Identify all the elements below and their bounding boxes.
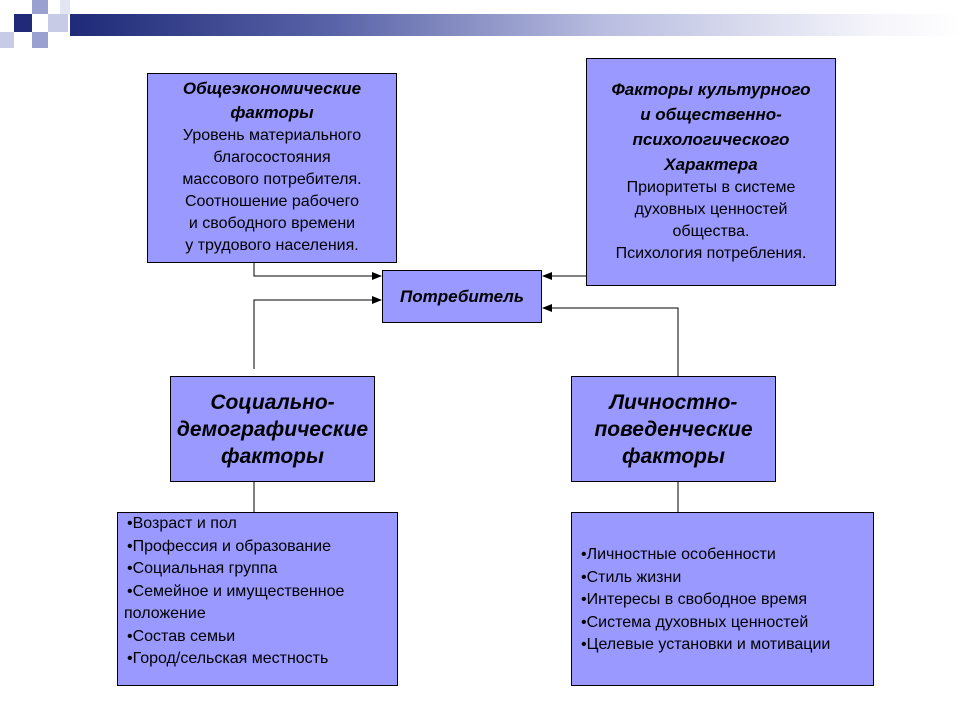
economic-factors-title: Общеэкономические факторы xyxy=(182,79,362,122)
list-item: •Социальная группа xyxy=(127,560,278,577)
list-item: •Личностные особенности xyxy=(581,546,776,563)
cultural-factors-title: Факторы культурного и общественно- психо… xyxy=(611,80,811,174)
list-item: •Профессия и образование xyxy=(127,537,332,555)
cultural-factors-body: Приоритеты в системе духовных ценностей … xyxy=(615,179,807,262)
deco-square xyxy=(32,32,48,48)
header-gradient-bar xyxy=(70,14,960,36)
deco-square xyxy=(60,0,70,14)
list-item: •Стиль жизни xyxy=(581,568,682,586)
personal-behavioral-title: Личностно- поведенческие факторы xyxy=(594,391,753,468)
deco-square xyxy=(14,14,32,32)
personal-factors-list: •Личностные особенности •Стиль жизни •Ин… xyxy=(571,512,874,686)
social-factors-list: •Возраст и пол •Профессия и образование … xyxy=(117,512,398,686)
list-item: •Целевые установки и мотивации xyxy=(581,636,831,653)
personal-behavioral-box: Личностно- поведенческие факторы xyxy=(571,376,776,482)
list-item: •Возраст и пол xyxy=(127,515,237,532)
social-demographic-box: Социально- демографические факторы xyxy=(170,376,375,482)
arrow-economic-to-consumer xyxy=(253,263,382,280)
list-item: •Интересы в свободное время xyxy=(581,591,807,608)
consumer-label: Потребитель xyxy=(400,286,524,306)
slide-header-decoration xyxy=(0,0,960,52)
list-item: •Семейное и имущественное xyxy=(127,582,345,600)
list-item: •Город/сельская местность xyxy=(127,650,329,667)
social-demographic-title: Социально- демографические факторы xyxy=(176,391,369,468)
list-item: •Система духовных ценностей xyxy=(581,613,809,631)
arrow-social-to-consumer xyxy=(253,296,382,369)
consumer-box: Потребитель xyxy=(382,270,542,323)
arrow-personal-to-consumer xyxy=(542,304,679,376)
deco-square xyxy=(32,0,48,14)
deco-square xyxy=(48,14,68,32)
economic-factors-box: Общеэкономические факторы Уровень матери… xyxy=(147,73,397,263)
deco-square xyxy=(0,32,14,48)
list-item: положение xyxy=(124,605,206,622)
list-item: •Состав семьи xyxy=(127,627,236,645)
cultural-factors-box: Факторы культурного и общественно- психо… xyxy=(586,58,836,286)
economic-factors-body: Уровень материального благосостояния мас… xyxy=(182,127,362,254)
